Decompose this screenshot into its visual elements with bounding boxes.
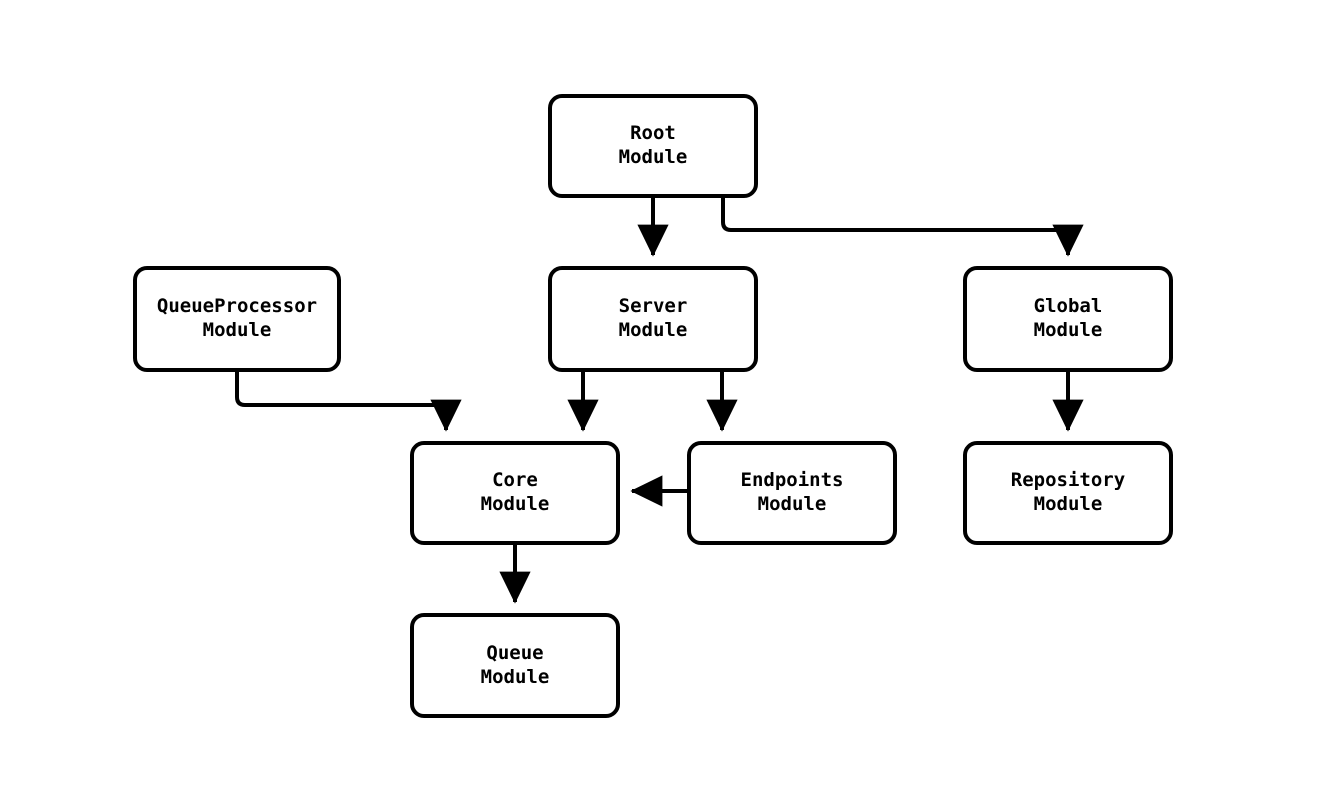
- node-queueprocessor-module[interactable]: QueueProcessor Module: [133, 266, 341, 372]
- node-queue-module[interactable]: Queue Module: [410, 613, 620, 718]
- node-queueprocessor-module-label: QueueProcessor Module: [156, 295, 318, 341]
- node-repository-module[interactable]: Repository Module: [963, 441, 1173, 545]
- edge-queueprocessor-to-core: [235, 372, 462, 432]
- node-server-module[interactable]: Server Module: [548, 266, 758, 372]
- node-endpoints-module[interactable]: Endpoints Module: [687, 441, 897, 545]
- edge-root-to-global: [721, 198, 1084, 257]
- node-global-module-label: Global Module: [1033, 295, 1103, 341]
- node-server-module-label: Server Module: [618, 295, 688, 341]
- node-endpoints-module-label: Endpoints Module: [740, 469, 844, 515]
- node-global-module[interactable]: Global Module: [963, 266, 1173, 372]
- node-queue-module-label: Queue Module: [480, 641, 550, 688]
- node-root-module[interactable]: Root Module: [548, 94, 758, 198]
- node-root-module-label: Root Module: [618, 122, 688, 168]
- node-core-module-label: Core Module: [480, 469, 550, 515]
- node-core-module[interactable]: Core Module: [410, 441, 620, 545]
- node-repository-module-label: Repository Module: [1010, 469, 1126, 515]
